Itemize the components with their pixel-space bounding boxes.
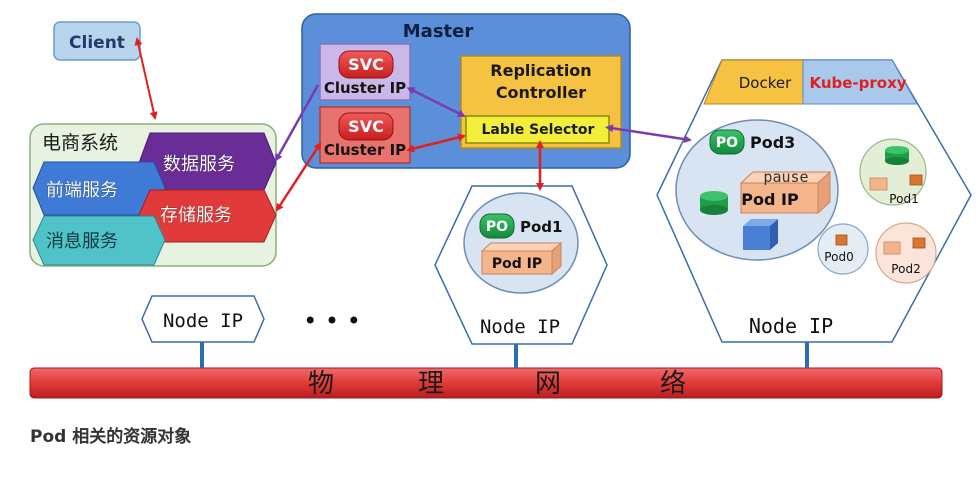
master-title: Master bbox=[403, 21, 474, 42]
node-mid-label: Node IP bbox=[480, 316, 560, 338]
network-char-1: 物 bbox=[308, 369, 334, 399]
svc-top-cluster-ip: Cluster IP bbox=[324, 79, 406, 97]
node-left-connector bbox=[200, 342, 204, 368]
pod1-ip-label: Pod IP bbox=[492, 256, 542, 272]
figure-caption: Pod 相关的资源对象 bbox=[30, 427, 192, 447]
svc-bottom-storage-arrow bbox=[275, 141, 322, 212]
client-label: Client bbox=[69, 33, 125, 53]
pod0-label: Pod0 bbox=[824, 250, 853, 264]
pod0-box-icon bbox=[835, 234, 848, 246]
pod3-po-label: PO bbox=[716, 135, 738, 151]
kube-proxy-label: Kube-proxy bbox=[809, 74, 906, 92]
docker-label: Docker bbox=[739, 74, 792, 92]
data-service-label: 数据服务 bbox=[163, 154, 235, 175]
pod3-ip-label: Pod IP bbox=[741, 190, 799, 209]
node-mid-connector bbox=[514, 342, 518, 368]
frontend-service-label: 前端服务 bbox=[46, 180, 118, 201]
node-ellipsis: • • • bbox=[303, 307, 361, 335]
physical-network-bar bbox=[29, 367, 943, 399]
node-right-label: Node IP bbox=[749, 314, 833, 338]
svc-top-badge-label: SVC bbox=[348, 55, 384, 74]
rc-line1: Replication bbox=[490, 61, 591, 80]
pod1-po-label: PO bbox=[486, 219, 508, 235]
pause-label: pause bbox=[763, 168, 808, 186]
pod3-db-icon bbox=[700, 191, 728, 215]
pod3-cube-icon bbox=[743, 219, 778, 250]
node-right-connector bbox=[805, 342, 809, 368]
node-left-hex bbox=[141, 295, 265, 343]
storage-service-label: 存储服务 bbox=[160, 205, 232, 226]
svc-bottom-badge-label: SVC bbox=[348, 117, 384, 136]
pod0-circle bbox=[817, 223, 869, 275]
pod1-small-boxes bbox=[869, 174, 923, 191]
kube-proxy-box bbox=[802, 59, 918, 105]
network-char-2: 理 bbox=[418, 369, 444, 399]
node-left-label: Node IP bbox=[163, 310, 243, 332]
svc-bottom-selector-arrow bbox=[406, 133, 466, 153]
ecom-title: 电商系统 bbox=[42, 132, 118, 154]
label-selector-label: Lable Selector bbox=[482, 122, 595, 138]
ecom-system: 电商系统 数据服务 前端服务 存储服务 消息服务 bbox=[29, 123, 277, 267]
svc-bottom-badge bbox=[338, 112, 394, 141]
message-service-hex bbox=[32, 215, 166, 266]
network-char-3: 网 bbox=[535, 369, 561, 399]
pod3-label: Pod3 bbox=[750, 133, 795, 152]
network-char-4: 络 bbox=[660, 369, 686, 399]
storage-service-hex bbox=[138, 189, 277, 243]
pod3-po-badge bbox=[709, 129, 745, 155]
message-service-label: 消息服务 bbox=[46, 231, 118, 252]
svc-bottom-cluster-ip: Cluster IP bbox=[324, 141, 406, 159]
master-panel: Master SVC Cluster IP SVC Cluster IP Rep… bbox=[301, 13, 631, 169]
pod1-small-db-icon bbox=[885, 146, 909, 165]
pod1-ip-block bbox=[480, 241, 563, 276]
pod1-small-label: Pod1 bbox=[889, 192, 918, 206]
rc-line2: Controller bbox=[496, 83, 586, 102]
selector-pod3-arrow bbox=[605, 124, 692, 144]
pod2-label: Pod2 bbox=[891, 262, 920, 276]
svc-top-selector-arrow bbox=[406, 87, 466, 118]
svc-top-badge bbox=[338, 50, 394, 79]
client-ecom-arrow bbox=[134, 37, 158, 120]
pod1-po-badge bbox=[479, 213, 515, 239]
pod1-label: Pod1 bbox=[520, 218, 562, 236]
pause-container bbox=[739, 170, 832, 215]
pod2-boxes bbox=[883, 237, 926, 255]
